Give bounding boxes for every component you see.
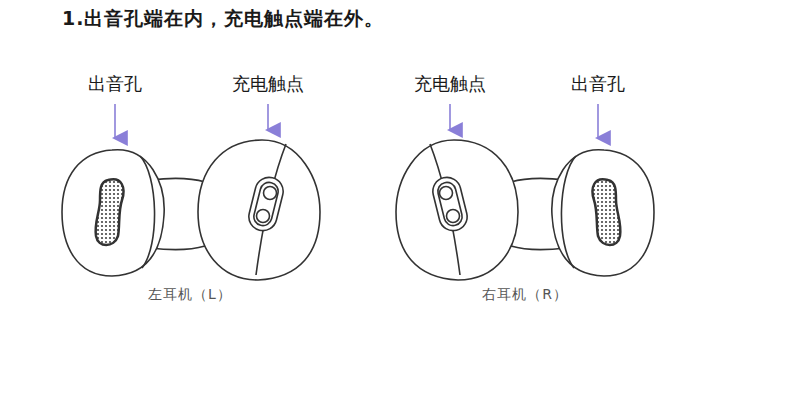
left-earbud [62,140,320,280]
part-label: 充电触点 [232,72,304,96]
earbud-caption: 右耳机（R） [482,286,568,304]
heading: 1.出音孔端在内，充电触点端在外。 [62,6,384,32]
leader-arrows [115,104,598,138]
part-label: 充电触点 [414,72,486,96]
right-earbud [396,140,654,280]
part-label: 出音孔 [88,72,142,96]
earbud-caption: 左耳机（L） [148,286,232,304]
part-label: 出音孔 [571,72,625,96]
